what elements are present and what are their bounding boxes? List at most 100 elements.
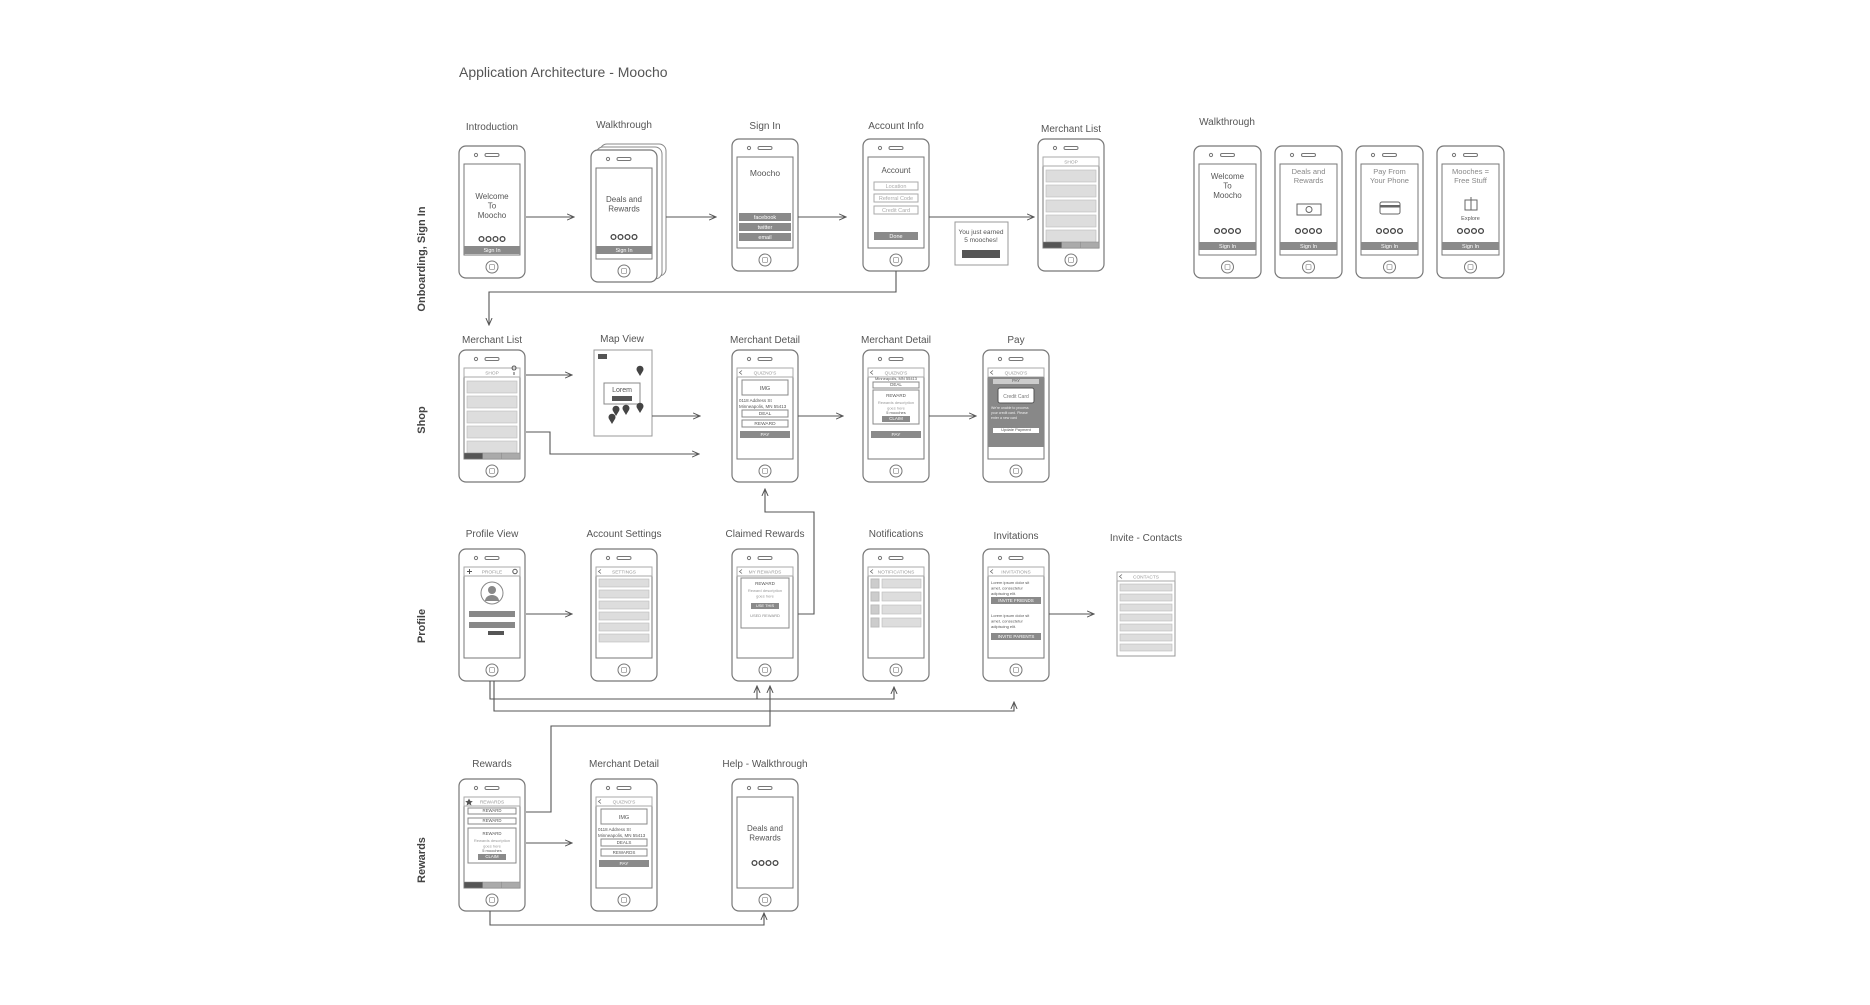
button[interactable]	[991, 597, 1041, 604]
list-item[interactable]	[466, 395, 518, 409]
home-button-icon[interactable]	[889, 464, 903, 478]
home-button-icon[interactable]	[485, 893, 499, 907]
tab-bar-item[interactable]	[501, 452, 521, 460]
button[interactable]	[478, 854, 506, 860]
button[interactable]	[740, 431, 790, 438]
profile-tab[interactable]	[488, 631, 504, 635]
back-icon[interactable]	[738, 370, 743, 375]
text-field[interactable]	[873, 181, 919, 191]
page-dot[interactable]	[624, 233, 631, 241]
tab-bar-item[interactable]	[501, 881, 521, 889]
map-pin-icon[interactable]	[636, 365, 644, 376]
list-item[interactable]	[466, 380, 518, 394]
page-dot[interactable]	[1375, 227, 1383, 235]
page-dot[interactable]	[1308, 227, 1316, 235]
text-field[interactable]	[873, 193, 919, 203]
page-dot[interactable]	[631, 233, 638, 241]
text-field[interactable]	[873, 205, 919, 215]
callout-button[interactable]	[612, 396, 632, 401]
button[interactable]	[1199, 242, 1256, 250]
back-icon[interactable]	[597, 569, 602, 574]
page-dot[interactable]	[1463, 227, 1471, 235]
list-item[interactable]	[1045, 169, 1097, 183]
button[interactable]	[872, 381, 920, 389]
page-dot[interactable]	[499, 235, 506, 243]
gear-icon[interactable]	[512, 568, 518, 575]
contact-row[interactable]	[1119, 613, 1173, 622]
home-button-icon[interactable]	[758, 464, 772, 478]
list-item[interactable]	[1045, 199, 1097, 213]
home-button-icon[interactable]	[485, 663, 499, 677]
list-item[interactable]	[1045, 184, 1097, 198]
page-dot[interactable]	[1477, 227, 1485, 235]
notification-row[interactable]	[881, 578, 922, 589]
list-item[interactable]	[598, 622, 650, 632]
list-item[interactable]	[598, 578, 650, 588]
page-dot[interactable]	[1227, 227, 1235, 235]
map-pin-icon[interactable]	[622, 404, 630, 415]
home-button-icon[interactable]	[758, 893, 772, 907]
page-dot[interactable]	[1213, 227, 1221, 235]
button[interactable]	[600, 838, 648, 847]
map-pin-icon[interactable]	[608, 413, 616, 424]
button[interactable]	[1442, 242, 1499, 250]
page-dot[interactable]	[492, 235, 499, 243]
page-dot[interactable]	[1382, 227, 1390, 235]
contact-row[interactable]	[1119, 593, 1173, 602]
page-dot[interactable]	[765, 859, 772, 867]
tab-bar-item[interactable]	[1042, 241, 1062, 249]
home-button-icon[interactable]	[758, 663, 772, 677]
page-dot[interactable]	[478, 235, 485, 243]
tab-bar-item[interactable]	[463, 881, 483, 889]
page-dot[interactable]	[1294, 227, 1302, 235]
notification-row[interactable]	[881, 604, 922, 615]
home-button-icon[interactable]	[1009, 464, 1023, 478]
notification-row[interactable]	[881, 617, 922, 628]
contact-row[interactable]	[1119, 603, 1173, 612]
page-dot[interactable]	[751, 859, 758, 867]
button[interactable]	[751, 603, 779, 609]
back-icon[interactable]	[738, 569, 743, 574]
button[interactable]	[871, 431, 921, 438]
social-button[interactable]	[739, 213, 791, 221]
list-item[interactable]	[466, 440, 518, 454]
back-icon[interactable]	[869, 569, 874, 574]
home-button-icon[interactable]	[1464, 260, 1477, 274]
star-icon[interactable]	[465, 798, 473, 806]
page-dot[interactable]	[1389, 227, 1397, 235]
back-icon[interactable]	[597, 799, 602, 804]
home-button-icon[interactable]	[889, 663, 903, 677]
button[interactable]	[600, 848, 648, 857]
tab-bar-item[interactable]	[1061, 241, 1081, 249]
button[interactable]	[596, 246, 652, 254]
page-dot[interactable]	[1396, 227, 1404, 235]
page-dot[interactable]	[772, 859, 779, 867]
page-dot[interactable]	[485, 235, 492, 243]
contact-row[interactable]	[1119, 633, 1173, 642]
home-button-icon[interactable]	[1064, 253, 1078, 267]
home-button-icon[interactable]	[1009, 663, 1023, 677]
tab-bar-item[interactable]	[482, 452, 502, 460]
button[interactable]	[1280, 242, 1337, 250]
map-pin-icon[interactable]	[612, 405, 620, 416]
list-item[interactable]	[1045, 214, 1097, 228]
popup-button[interactable]	[962, 250, 1000, 258]
button[interactable]	[882, 416, 910, 422]
button[interactable]	[1361, 242, 1418, 250]
button[interactable]	[467, 807, 517, 815]
social-button[interactable]	[739, 233, 791, 241]
button[interactable]	[464, 246, 520, 254]
back-icon[interactable]	[869, 370, 874, 375]
home-button-icon[interactable]	[1302, 260, 1315, 274]
tab-bar-item[interactable]	[1080, 241, 1100, 249]
list-item[interactable]	[598, 611, 650, 621]
button[interactable]	[467, 817, 517, 825]
button[interactable]	[993, 428, 1039, 433]
page-dot[interactable]	[758, 859, 765, 867]
home-button-icon[interactable]	[758, 253, 772, 267]
page-dot[interactable]	[1315, 227, 1323, 235]
tab-bar-item[interactable]	[463, 452, 483, 460]
map-back-button[interactable]	[598, 354, 607, 359]
page-dot[interactable]	[1470, 227, 1478, 235]
home-button-icon[interactable]	[617, 264, 631, 278]
